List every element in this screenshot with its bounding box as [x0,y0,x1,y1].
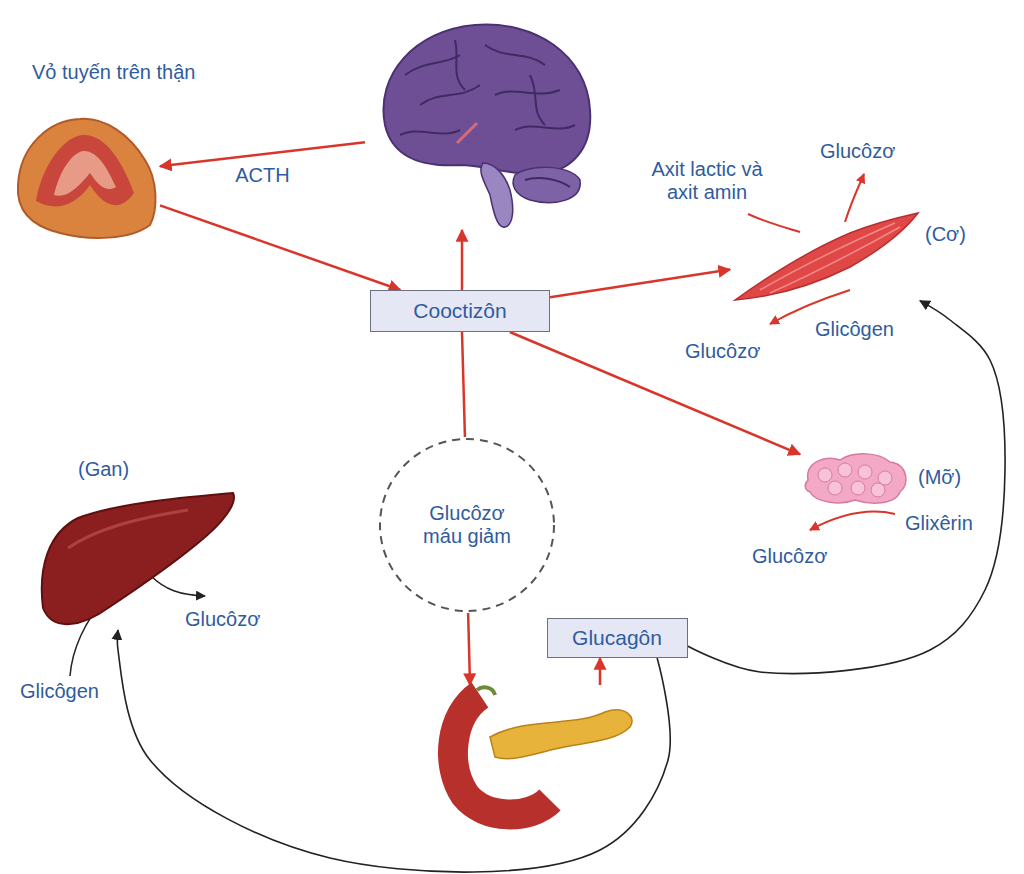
node-label: (Mỡ) [918,466,961,489]
pancreas-picture [435,685,640,825]
gland-medulla [54,151,116,196]
hormone-box: Glucagôn [547,618,688,658]
brain [365,15,595,230]
muscle-tissue: (Cơ) [730,205,920,305]
connector-arrow [468,613,470,685]
annotation-label: Glucôzơ [820,140,895,163]
fat-tissue-picture [800,450,910,505]
circle-outline [380,439,554,611]
fat-cell [838,463,852,477]
fat-cell [858,465,872,479]
connector-arrow [461,230,464,290]
gland-outline [18,119,156,238]
hypothalamus [457,123,477,143]
muscle-fibre [760,223,895,290]
fat-tissue: (Mỡ) [800,450,910,505]
fat-cell [828,481,842,495]
brain-fold [495,90,560,95]
fat-cell [871,483,885,497]
connector-arrow [599,658,602,685]
brain-fold [400,130,460,135]
brainstem [481,163,513,227]
brain-picture [365,15,595,230]
annotation-label: Glicôgen [815,318,894,341]
annotation-label: Glixêrin [905,512,973,535]
pancreas [435,685,640,825]
condition-circle: Glucôzơ máu giảm [378,437,556,613]
node-label: (Cơ) [925,223,966,246]
connector-arrow [510,332,800,454]
output-arrow [150,575,205,596]
node-label: (Gan) [78,458,129,481]
cerebellum [513,167,580,202]
fat-cell [818,468,832,482]
brain-fold [405,55,460,75]
cerebrum [383,25,590,174]
brain-fold [420,85,480,105]
brain-fold [530,75,545,125]
connector-arrow [160,205,400,290]
hormone-box: Cooctizôn [370,290,550,332]
annotation-label: Glucôzơ [685,340,760,363]
connector-arrow [550,270,730,298]
connector-arrow [160,142,365,166]
muscle-tissue-picture [730,205,920,305]
node-label: Glucôzơ máu giảm [412,502,522,548]
input-line [748,214,800,232]
brain-fold [485,45,545,65]
fat-cell [851,481,865,495]
connector-arrow [462,332,465,437]
brain-fold [515,125,575,130]
annotation-label: Glucôzơ [185,608,260,631]
liver-outline [42,493,234,624]
output-arrow [845,174,864,222]
gland-cortex [36,135,134,207]
muscle-outline [735,213,918,300]
node-label: Cooctizôn [413,299,506,323]
annotation-label: Axit lactic và axit amin [645,158,769,204]
brain-fold [525,178,570,187]
annotation-label: Glucôzơ [752,545,827,568]
muscle-fibre [770,227,900,293]
brain-fold [455,40,465,90]
edge-label: ACTH [232,164,292,187]
liver-highlight [68,510,188,548]
bile-duct [477,687,495,695]
annotation-label: Glicôgen [20,680,99,703]
connector-arrow [117,630,670,872]
node-label: Glucagôn [572,626,662,650]
fat-outline [805,454,906,503]
adrenal-gland: Vỏ tuyến trên thận [10,115,160,243]
output-arrow [810,512,895,530]
adrenal-gland-picture [10,115,160,243]
pancreas-body [490,710,632,759]
node-label: Vỏ tuyến trên thận [32,61,195,84]
